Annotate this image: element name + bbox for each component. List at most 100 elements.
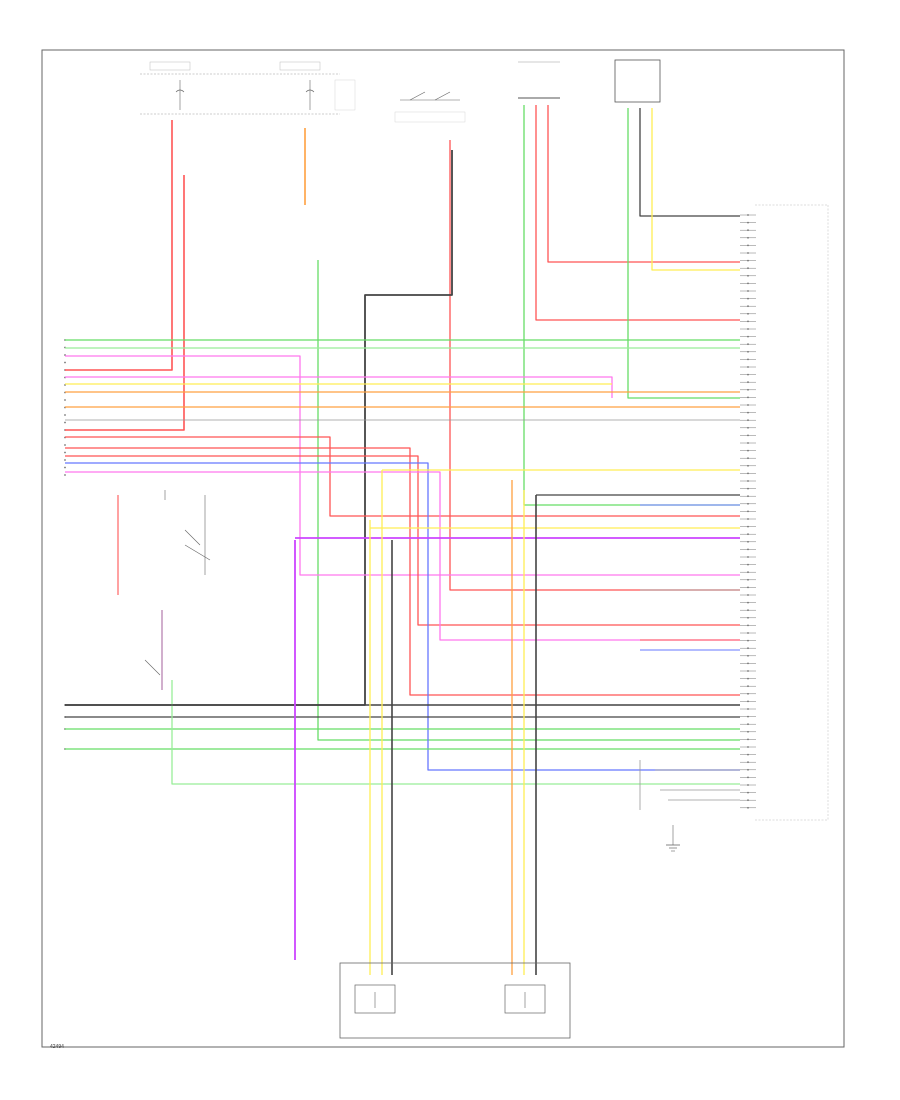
ecm-pin-dot [747, 616, 749, 619]
left-pin [64, 474, 66, 476]
ecm-pin-dot [747, 533, 749, 536]
ecm-pin-dot [747, 776, 749, 779]
ecm-pin-dot [747, 715, 749, 718]
sensor-component-top [518, 61, 560, 99]
ecm-pin-dot [747, 654, 749, 657]
wire-yellow [651, 108, 740, 271]
ecm-pin-dot [747, 457, 749, 460]
ecm-pin-dot [747, 297, 749, 300]
wire-pink [65, 355, 740, 576]
ecm-pin-dot [747, 411, 749, 414]
left-pin [64, 399, 66, 401]
ecm-pin-dot [747, 244, 749, 247]
ecm-pin-dot [747, 563, 749, 566]
fuse-block-top [140, 61, 356, 115]
left-connector-pins [64, 339, 66, 750]
ecm-pin-dot [747, 525, 749, 528]
ecm-pin-dot [747, 366, 749, 368]
wire-pink [65, 376, 613, 398]
ecm-pin-dot [747, 624, 749, 627]
ecm-pin-dot [747, 312, 749, 315]
ecm-pin-dot [747, 548, 749, 551]
left-pin [64, 444, 66, 446]
ecm-pin-dot [747, 290, 749, 292]
ecm-pin-dot [747, 252, 749, 254]
ecm-pin-dot [747, 381, 749, 384]
ecm-pin-dot [747, 723, 749, 726]
ecm-pin-dot [747, 738, 749, 741]
ecm-pin-dot [747, 396, 749, 399]
ecm-pin-dot [747, 282, 749, 285]
wire-red [65, 436, 740, 517]
wire-blue [65, 462, 740, 771]
ecm-pin-dot [747, 373, 749, 376]
ecm-pin-dot [747, 328, 749, 330]
wire-harness [65, 105, 740, 975]
ecm-pin-dot [747, 685, 749, 688]
ecm-pin-dot [747, 662, 749, 665]
wire-red [449, 140, 740, 591]
ecm-pin-dot [747, 320, 749, 323]
switch-assembly-upper [164, 490, 211, 575]
ecm-pin-dot [747, 708, 749, 710]
ecm-pin-dot [747, 632, 749, 634]
ecm-pin-dot [747, 480, 749, 482]
ecm-pin-dot [747, 578, 749, 581]
ecm-pin-dot [747, 510, 749, 513]
ecm-pin-dot [747, 556, 749, 558]
ecm-pin-dot [747, 791, 749, 794]
ecm-pin-dot [747, 259, 749, 262]
ecm-pin-dot [747, 571, 749, 574]
ecm-pin-dot [747, 487, 749, 490]
wire-pink [65, 471, 740, 641]
ecm-pin-dot [747, 746, 749, 748]
ground-point-bottom-right [666, 825, 680, 852]
ecm-pin-dot [747, 229, 749, 232]
ecm-pin-dot [747, 586, 749, 589]
ecm-pin-dot [747, 267, 749, 270]
ecm-pin-dot [747, 761, 749, 764]
ecm-pin-dot [747, 639, 749, 642]
ecm-pin-dot [747, 472, 749, 475]
ecm-pin-dot [747, 426, 749, 429]
wire-green [627, 108, 740, 399]
ecm-pin-dot [747, 221, 749, 224]
wire-red [547, 105, 740, 263]
left-pin [64, 459, 66, 461]
ecm-pin-dot [747, 609, 749, 612]
left-pin [64, 414, 66, 416]
ecm-pin-dot [747, 518, 749, 520]
knock-sensor-block [339, 962, 571, 1039]
ecm-pin-dot [747, 784, 749, 786]
ecm-pin-dot [747, 806, 749, 809]
left-pin [64, 421, 66, 424]
diagram-frame [41, 49, 845, 1048]
ecm-pin-dot [747, 670, 749, 672]
wire-red [65, 175, 185, 431]
ecm-pin-dot [747, 692, 749, 695]
ecm-pin-dot [747, 464, 749, 467]
ecm-pin-dot [747, 335, 749, 338]
wire-black [65, 150, 453, 706]
left-pin [64, 451, 66, 454]
left-pin [64, 466, 66, 469]
ecm-pin-rows [740, 214, 756, 809]
ecm-connector [755, 204, 829, 821]
wire-red [65, 447, 740, 696]
ecm-pin-dot [747, 502, 749, 505]
ecm-pin-dot [747, 305, 749, 308]
ecm-pin-dot [747, 540, 749, 543]
wire-black [639, 108, 740, 217]
ecm-pin-dot [747, 753, 749, 756]
ecm-pin-dot [747, 350, 749, 353]
wire-green [317, 260, 740, 741]
switch-assembly-lower [144, 610, 163, 690]
wire-lightgreen [171, 680, 740, 785]
ecm-pin-dot [747, 647, 749, 650]
wire-red [65, 455, 740, 626]
wire-red [535, 105, 740, 321]
relay-component-top [614, 59, 661, 103]
ecm-pin-dot [747, 274, 749, 277]
ecm-pin-dot [747, 594, 749, 596]
